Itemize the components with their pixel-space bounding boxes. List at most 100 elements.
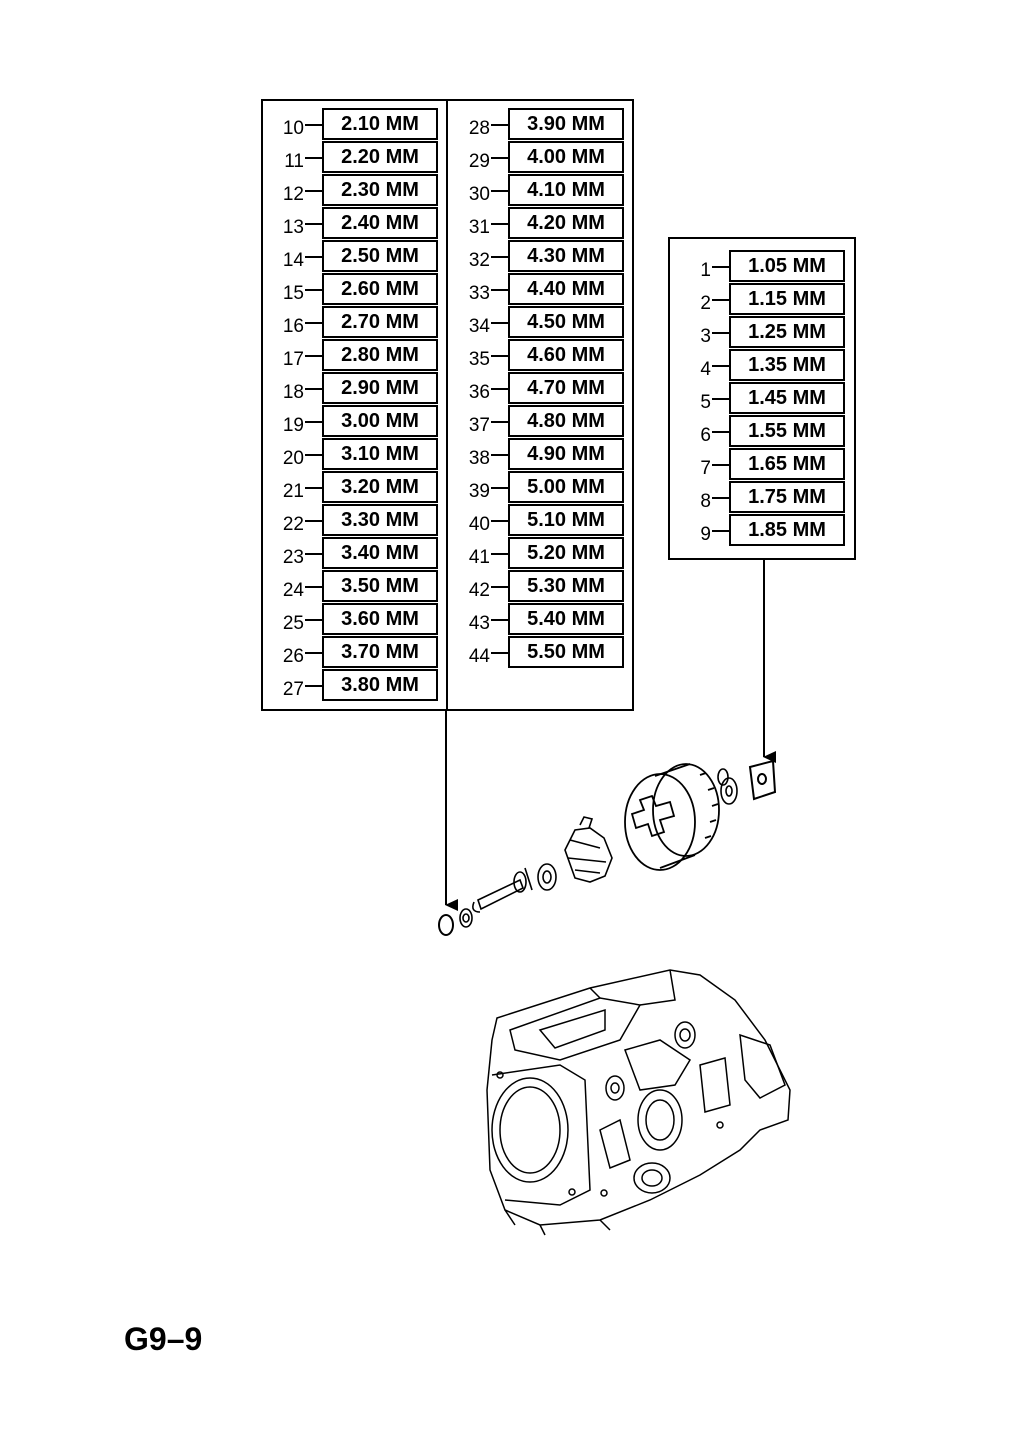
shim-row: 13 2.40 MM bbox=[262, 207, 438, 239]
shim-row: 20 3.10 MM bbox=[262, 438, 438, 470]
shim-size-label: 3.40 MM bbox=[322, 537, 438, 569]
leader-tick bbox=[305, 553, 322, 555]
shim-size-label: 2.80 MM bbox=[322, 339, 438, 371]
leader-tick bbox=[491, 355, 508, 357]
shim-ref-number: 1 bbox=[700, 260, 711, 281]
shim-row: 12 2.30 MM bbox=[262, 174, 438, 206]
page-code: G9–9 bbox=[124, 1321, 203, 1357]
shim-row: 31 4.20 MM bbox=[448, 207, 624, 239]
leader-tick bbox=[305, 487, 322, 489]
leader-tick bbox=[491, 322, 508, 324]
shim-ref-number: 5 bbox=[700, 392, 711, 413]
shim-size-label: 3.00 MM bbox=[322, 405, 438, 437]
leader-tick bbox=[305, 124, 322, 126]
leader-tick bbox=[712, 365, 729, 367]
leader-tick bbox=[491, 289, 508, 291]
leader-tick bbox=[712, 332, 729, 334]
shim-ref-number: 6 bbox=[700, 425, 711, 446]
leader-tick bbox=[491, 157, 508, 159]
leader-tick bbox=[305, 223, 322, 225]
shim-ref-number: 40 bbox=[468, 514, 490, 535]
shim-size-label: 4.60 MM bbox=[508, 339, 624, 371]
shim-row: 37 4.80 MM bbox=[448, 405, 624, 437]
shim-ref-number: 32 bbox=[468, 250, 490, 271]
shim-ref-number: 30 bbox=[468, 184, 490, 205]
shim-size-label: 2.20 MM bbox=[322, 141, 438, 173]
shim-size-label: 1.15 MM bbox=[729, 283, 845, 315]
shim-size-label: 1.75 MM bbox=[729, 481, 845, 513]
shim-size-label: 5.10 MM bbox=[508, 504, 624, 536]
shim-table-divider bbox=[446, 99, 448, 711]
shim-row: 40 5.10 MM bbox=[448, 504, 624, 536]
shim-ref-number: 12 bbox=[282, 184, 304, 205]
shim-size-label: 3.30 MM bbox=[322, 504, 438, 536]
leader-tick bbox=[491, 454, 508, 456]
shim-size-label: 2.30 MM bbox=[322, 174, 438, 206]
shim-size-label: 3.90 MM bbox=[508, 108, 624, 140]
shim-ref-number: 8 bbox=[700, 491, 711, 512]
shim-size-label: 3.10 MM bbox=[322, 438, 438, 470]
shim-size-label: 1.35 MM bbox=[729, 349, 845, 381]
shim-ref-number: 33 bbox=[468, 283, 490, 304]
shim-size-label: 4.40 MM bbox=[508, 273, 624, 305]
leader-tick bbox=[305, 322, 322, 324]
leader-tick bbox=[305, 619, 322, 621]
shim-size-label: 4.70 MM bbox=[508, 372, 624, 404]
shim-ref-number: 34 bbox=[468, 316, 490, 337]
shim-size-label: 4.30 MM bbox=[508, 240, 624, 272]
shim-ref-number: 20 bbox=[282, 448, 304, 469]
leader-tick bbox=[712, 464, 729, 466]
leader-tick bbox=[491, 553, 508, 555]
leader-tick bbox=[491, 256, 508, 258]
shim-ref-number: 11 bbox=[284, 151, 304, 172]
shim-size-label: 3.60 MM bbox=[322, 603, 438, 635]
shim-row: 32 4.30 MM bbox=[448, 240, 624, 272]
shim-ref-number: 14 bbox=[282, 250, 304, 271]
shim-ref-number: 22 bbox=[282, 514, 304, 535]
shim-size-label: 5.30 MM bbox=[508, 570, 624, 602]
leader-tick bbox=[712, 530, 729, 532]
shim-size-label: 2.40 MM bbox=[322, 207, 438, 239]
shim-size-label: 3.70 MM bbox=[322, 636, 438, 668]
shim-row: 11 2.20 MM bbox=[262, 141, 438, 173]
shim-ref-number: 13 bbox=[282, 217, 304, 238]
shim-ref-number: 28 bbox=[468, 118, 490, 139]
shim-ref-number: 27 bbox=[282, 679, 304, 700]
leader-tick bbox=[712, 497, 729, 499]
shim-size-label: 4.80 MM bbox=[508, 405, 624, 437]
shim-ref-number: 42 bbox=[468, 580, 490, 601]
shim-size-label: 4.20 MM bbox=[508, 207, 624, 239]
shim-plate-icon bbox=[748, 759, 777, 801]
throttle-body-icon bbox=[486, 969, 791, 1236]
leader-tick bbox=[305, 586, 322, 588]
leader-tick bbox=[491, 223, 508, 225]
shim-size-label: 5.40 MM bbox=[508, 603, 624, 635]
spring-paddle-icon bbox=[564, 816, 613, 883]
shim-ref-number: 37 bbox=[468, 415, 490, 436]
shim-ref-number: 31 bbox=[468, 217, 490, 238]
leader-tick bbox=[305, 289, 322, 291]
leader-tick bbox=[305, 652, 322, 654]
shim-size-label: 2.10 MM bbox=[322, 108, 438, 140]
shim-ref-number: 44 bbox=[468, 646, 490, 667]
shim-size-label: 2.60 MM bbox=[322, 273, 438, 305]
leader-tick bbox=[712, 299, 729, 301]
leader-tick bbox=[712, 398, 729, 400]
shim-size-label: 1.45 MM bbox=[729, 382, 845, 414]
